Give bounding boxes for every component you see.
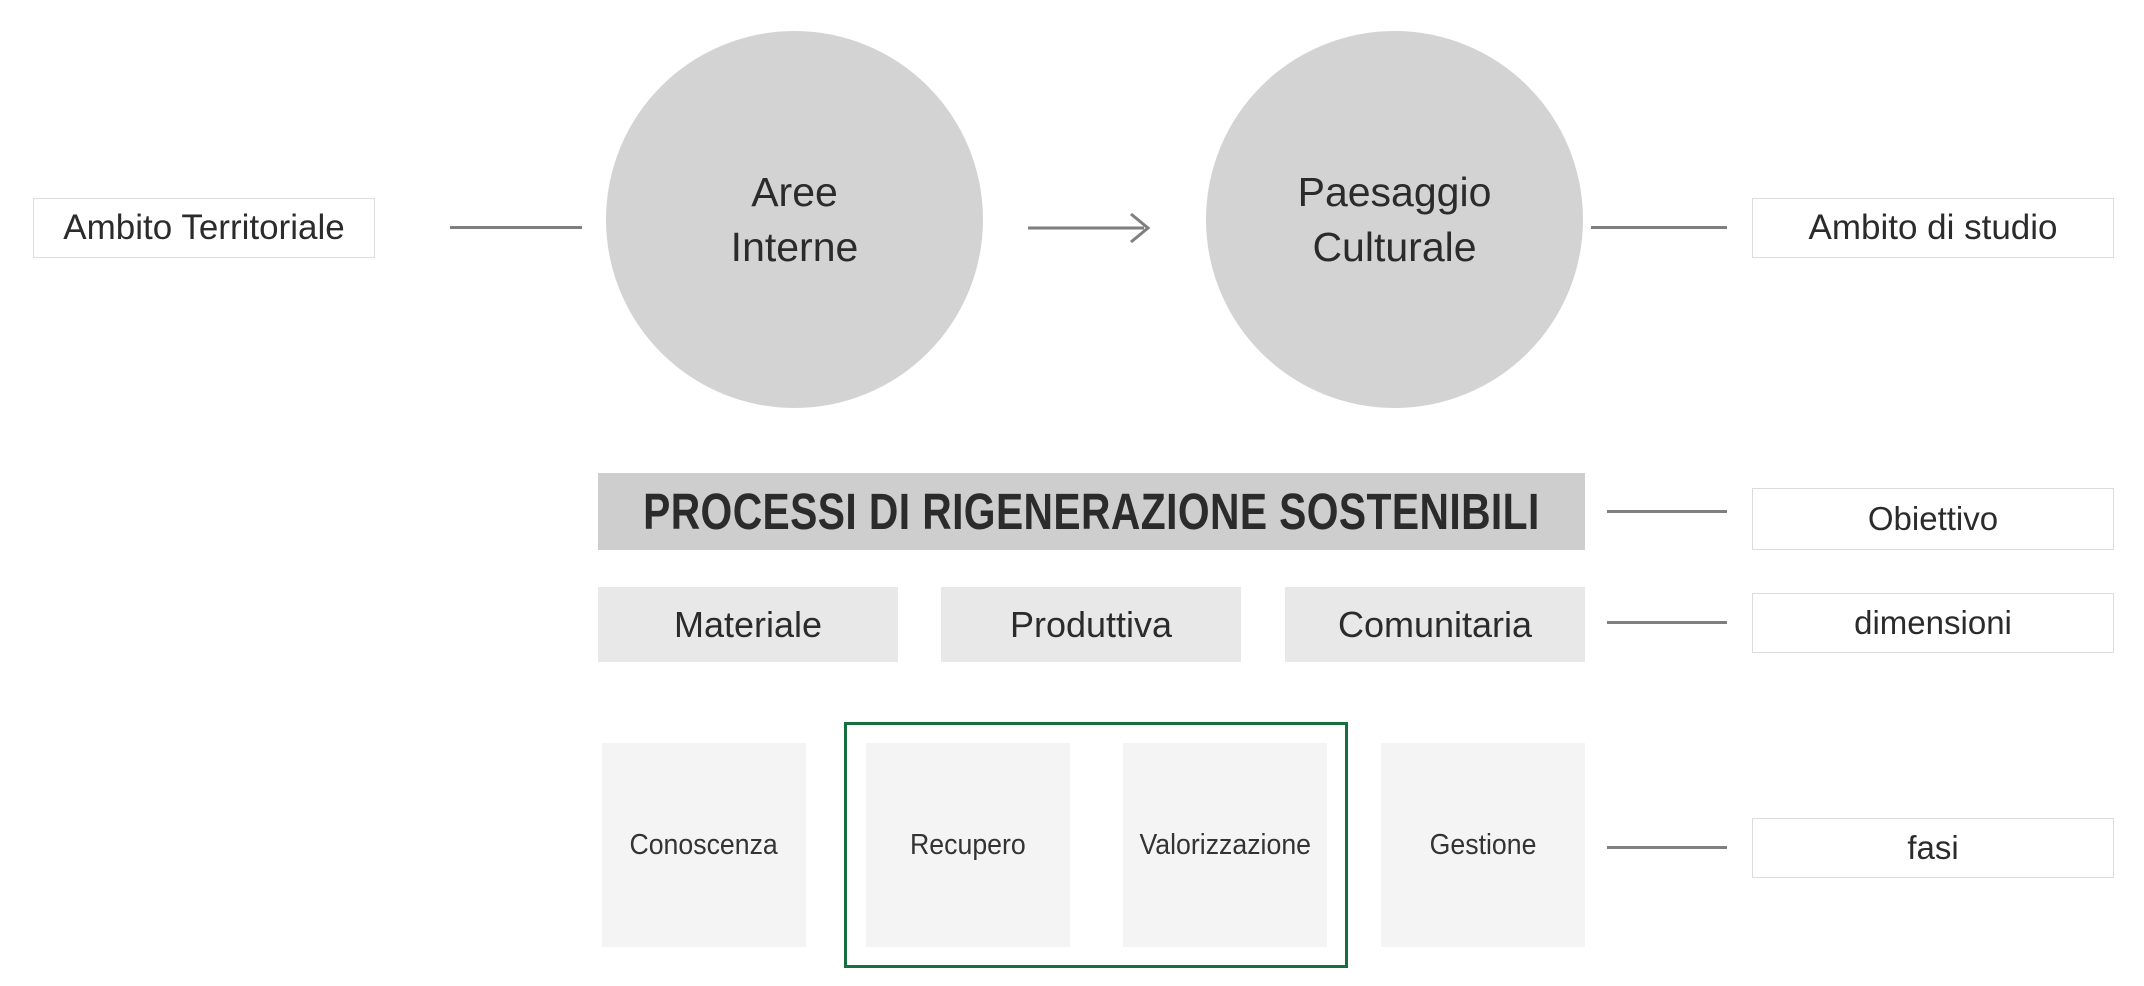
fasi-label: fasi	[1907, 829, 1959, 866]
connector-line-right-top	[1591, 226, 1727, 229]
obiettivo-label: Obiettivo	[1867, 500, 1999, 537]
conoscenza-label: Conoscenza	[629, 828, 779, 861]
label-box-ambito-di-studio: Ambito di studio	[1752, 198, 2114, 258]
dimension-box-materiale: Materiale	[598, 587, 898, 662]
comunitaria-label: Comunitaria	[1337, 603, 1533, 645]
produttiva-label: Produttiva	[1009, 603, 1173, 645]
ambito-territoriale-label: Ambito Territoriale	[63, 208, 345, 247]
gestione-label: Gestione	[1429, 828, 1537, 861]
materiale-label: Materiale	[673, 603, 823, 645]
circle-paesaggio-culturale-line1: Paesaggio	[1297, 169, 1492, 216]
label-box-fasi: fasi	[1752, 818, 2114, 878]
connector-line-fasi	[1607, 846, 1727, 849]
phase-box-valorizzazione: Valorizzazione	[1123, 743, 1327, 947]
label-box-ambito-territoriale: Ambito Territoriale	[33, 198, 375, 258]
circle-aree-interne-line1: Aree	[751, 169, 838, 216]
phase-box-gestione: Gestione	[1381, 743, 1585, 947]
label-box-obiettivo: Obiettivo	[1752, 488, 2114, 550]
banner-processi-rigenerazione: PROCESSI DI RIGENERAZIONE SOSTENIBILI	[598, 473, 1585, 550]
dimensioni-label: dimensioni	[1854, 604, 2012, 641]
connector-line-dimensioni	[1607, 621, 1727, 624]
banner-text: PROCESSI DI RIGENERAZIONE SOSTENIBILI	[643, 483, 1540, 540]
green-highlight-rect	[844, 722, 1348, 968]
circle-paesaggio-culturale-line2: Culturale	[1312, 223, 1477, 270]
label-box-dimensioni: dimensioni	[1752, 593, 2114, 653]
connector-line-left	[450, 226, 582, 229]
valorizzazione-label: Valorizzazione	[1139, 828, 1311, 861]
circle-aree-interne: Aree Interne	[606, 31, 983, 408]
connector-line-obiettivo	[1607, 510, 1727, 513]
recupero-label: Recupero	[910, 828, 1026, 861]
circle-paesaggio-culturale: Paesaggio Culturale	[1206, 31, 1583, 408]
dimension-box-produttiva: Produttiva	[941, 587, 1241, 662]
dimension-box-comunitaria: Comunitaria	[1285, 587, 1585, 662]
arrow-right-icon	[1028, 212, 1151, 244]
circle-aree-interne-line2: Interne	[730, 223, 859, 270]
phase-box-recupero: Recupero	[866, 743, 1070, 947]
ambito-di-studio-label: Ambito di studio	[1808, 208, 2058, 247]
phase-box-conoscenza: Conoscenza	[602, 743, 806, 947]
